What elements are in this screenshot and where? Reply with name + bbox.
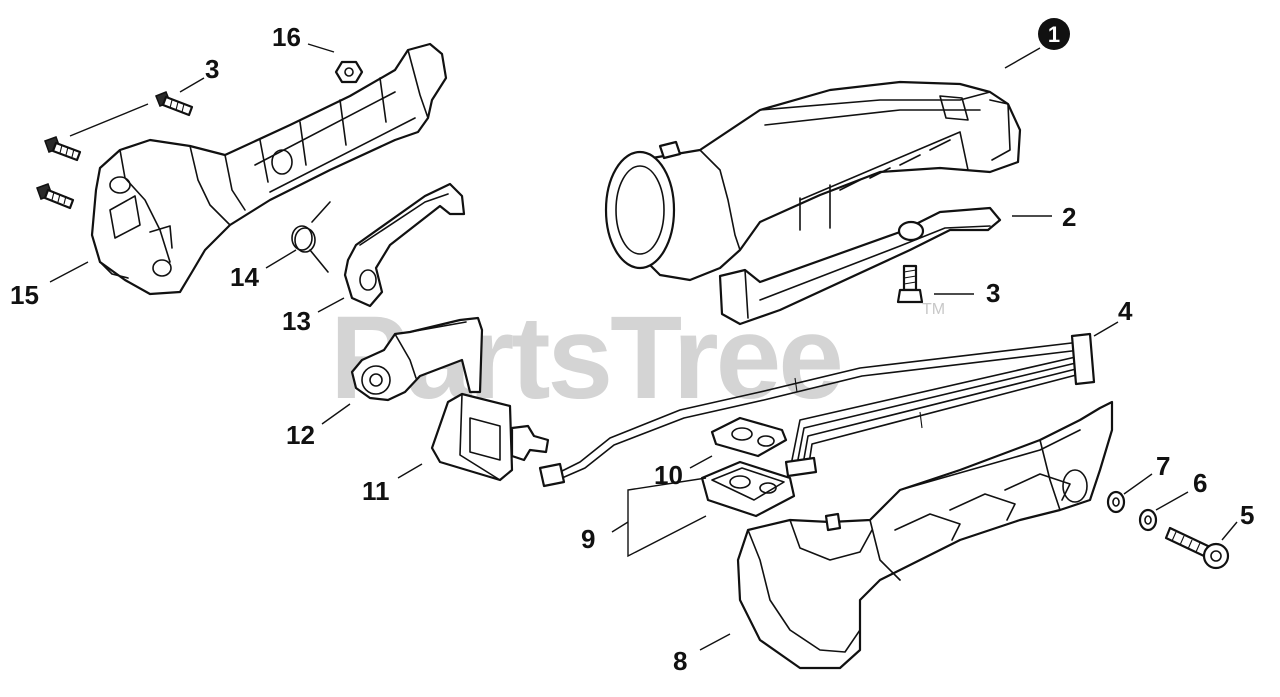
callout-9-label: 9	[581, 524, 595, 554]
part-15-left-handle-housing	[90, 42, 448, 296]
callout-1-label: 1	[1048, 22, 1060, 47]
callout-7-label: 7	[1156, 451, 1170, 481]
part-5-bolt	[1164, 526, 1230, 570]
part-3-screw-middle	[44, 136, 82, 162]
callout-15-label: 15	[10, 280, 39, 310]
callout-12-label: 12	[286, 420, 315, 450]
part-4-wire-harness	[538, 332, 1096, 488]
part-3-screw-upper	[155, 91, 194, 117]
callout-6-label: 6	[1193, 468, 1207, 498]
part-14-torsion-spring	[291, 201, 331, 273]
callout-11-label: 11	[362, 476, 390, 506]
callout-3-label-right: 3	[986, 278, 1000, 308]
part-8-rear-handle-grip	[736, 400, 1114, 670]
part-3-screw-lower	[36, 183, 75, 210]
callout-5-label: 5	[1240, 500, 1254, 530]
part-1-main-handle-assembly	[604, 80, 1022, 282]
part-2-throttle-lock-lever	[718, 206, 1002, 326]
callout-3-label-left: 3	[205, 54, 219, 84]
callout-10-label: 10	[654, 460, 683, 490]
callout-1-badge: 1	[1038, 18, 1070, 50]
watermark-trademark: TM	[922, 301, 945, 318]
part-6-lock-washer	[1138, 508, 1158, 532]
callout-14-label: 14	[230, 262, 259, 292]
part-12-throttle-trigger	[350, 316, 484, 402]
part-9-switch-panel-assembly	[700, 460, 796, 518]
part-10-switch-label-cover	[710, 416, 788, 458]
leader-lines	[49, 43, 1238, 651]
callout-16-label: 16	[272, 22, 301, 52]
callout-13-label: 13	[282, 306, 311, 336]
part-3-screw-right	[896, 264, 924, 304]
callout-8-label: 8	[673, 646, 687, 676]
part-11-trigger-switch	[430, 392, 550, 482]
part-16-nut	[334, 60, 364, 84]
part-13-lockout-lever	[343, 182, 466, 308]
callout-4-label: 4	[1118, 296, 1133, 326]
part-7-washer	[1106, 490, 1126, 514]
callout-2-label: 2	[1062, 202, 1076, 232]
